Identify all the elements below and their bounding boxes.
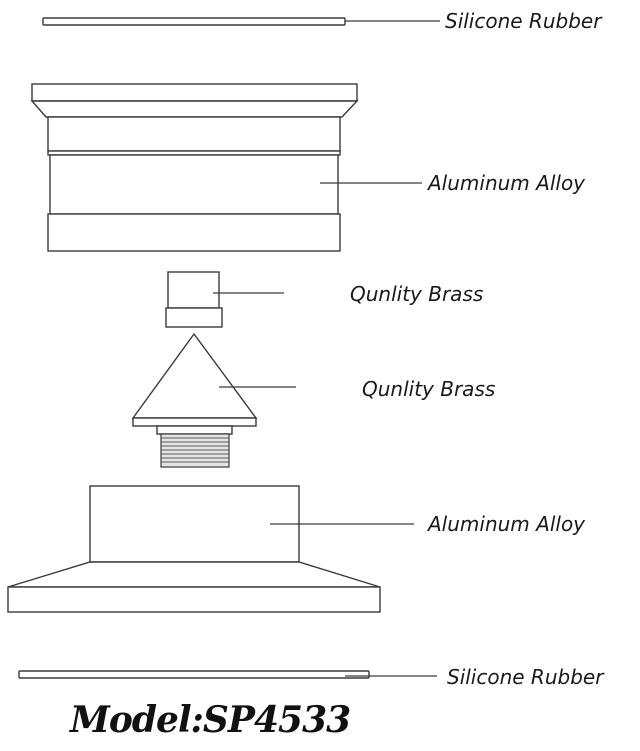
silicone-pad-bottom [18,670,437,679]
label-silicone-rubber-top: Silicone Rubber [445,9,602,33]
model-number: Model:SP4533 [70,699,351,741]
silicone-pad-top [42,17,440,26]
aluminum-base-bottom [7,485,414,613]
thread-lines [161,437,229,463]
label-silicone-rubber-bottom: Silicone Rubber [447,665,604,689]
label-aluminum-alloy-bottom: Aluminum Alloy [428,512,586,536]
label-aluminum-alloy-top: Aluminum Alloy [428,171,586,195]
aluminum-ring-top [30,83,422,252]
brass-cone [131,332,296,468]
label-brass-cone: Qunlity Brass [362,377,496,401]
label-brass-cap: Qunlity Brass [350,282,484,306]
brass-cap [165,271,284,328]
